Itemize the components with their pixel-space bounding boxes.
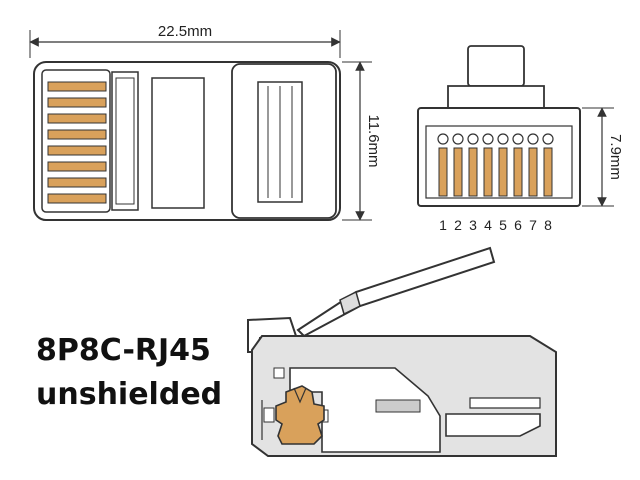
front-pin-holes bbox=[437, 133, 554, 145]
pin-number: 6 bbox=[514, 217, 522, 233]
front-contacts bbox=[438, 147, 553, 197]
pin-number: 1 bbox=[439, 217, 447, 233]
side-view: 22.5mm 11.6mm bbox=[29, 23, 382, 221]
caption-type: unshielded bbox=[36, 377, 223, 412]
pin-number: 5 bbox=[499, 217, 507, 233]
front-view: 1 2 3 4 5 6 7 8 7.9mm bbox=[417, 45, 624, 233]
contact-height-label: 7.9mm bbox=[607, 134, 624, 180]
pin-number-row: 1 2 3 4 5 6 7 8 bbox=[439, 217, 552, 233]
height-label: 11.6mm bbox=[365, 114, 382, 167]
pin-number: 7 bbox=[529, 217, 537, 233]
pin-number: 4 bbox=[484, 217, 492, 233]
pin-number: 8 bbox=[544, 217, 552, 233]
pin-number: 2 bbox=[454, 217, 462, 233]
pin-number: 3 bbox=[469, 217, 477, 233]
cross-section-view bbox=[247, 246, 557, 457]
contact-blade bbox=[275, 385, 325, 445]
side-contacts bbox=[47, 81, 107, 204]
length-label: 22.5mm bbox=[158, 23, 212, 40]
caption-model: 8P8C-RJ45 bbox=[36, 333, 211, 368]
